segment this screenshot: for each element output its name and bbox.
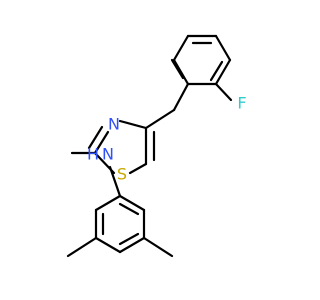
bond — [209, 60, 224, 82]
bond — [66, 236, 98, 258]
bond — [128, 162, 148, 175]
bond — [142, 236, 174, 258]
bond — [172, 58, 190, 86]
molecule-drawing — [66, 34, 233, 258]
bond — [87, 125, 104, 150]
bond — [94, 194, 122, 212]
bond — [214, 34, 232, 62]
amine-hydrogen-label: H — [87, 145, 99, 164]
structure-diagram: F N S N H — [66, 34, 247, 258]
bond — [118, 236, 146, 254]
bond — [94, 236, 122, 254]
bond — [170, 58, 185, 80]
bond — [108, 165, 122, 198]
bond — [118, 202, 140, 216]
thiazole-nitrogen-label: N — [108, 115, 120, 134]
amine-nitrogen-label: N — [102, 145, 114, 164]
sulfur-atom-label: S — [117, 165, 127, 184]
bond — [144, 108, 176, 130]
bond — [214, 82, 233, 102]
fluorine-atom-label: F — [237, 94, 246, 113]
bond — [118, 194, 146, 212]
bond — [93, 130, 110, 155]
bond — [172, 82, 190, 112]
bond — [172, 34, 190, 62]
atom-labels: F N S N H — [87, 94, 247, 184]
bond — [118, 119, 148, 130]
bond — [214, 58, 232, 86]
bond — [118, 232, 140, 246]
